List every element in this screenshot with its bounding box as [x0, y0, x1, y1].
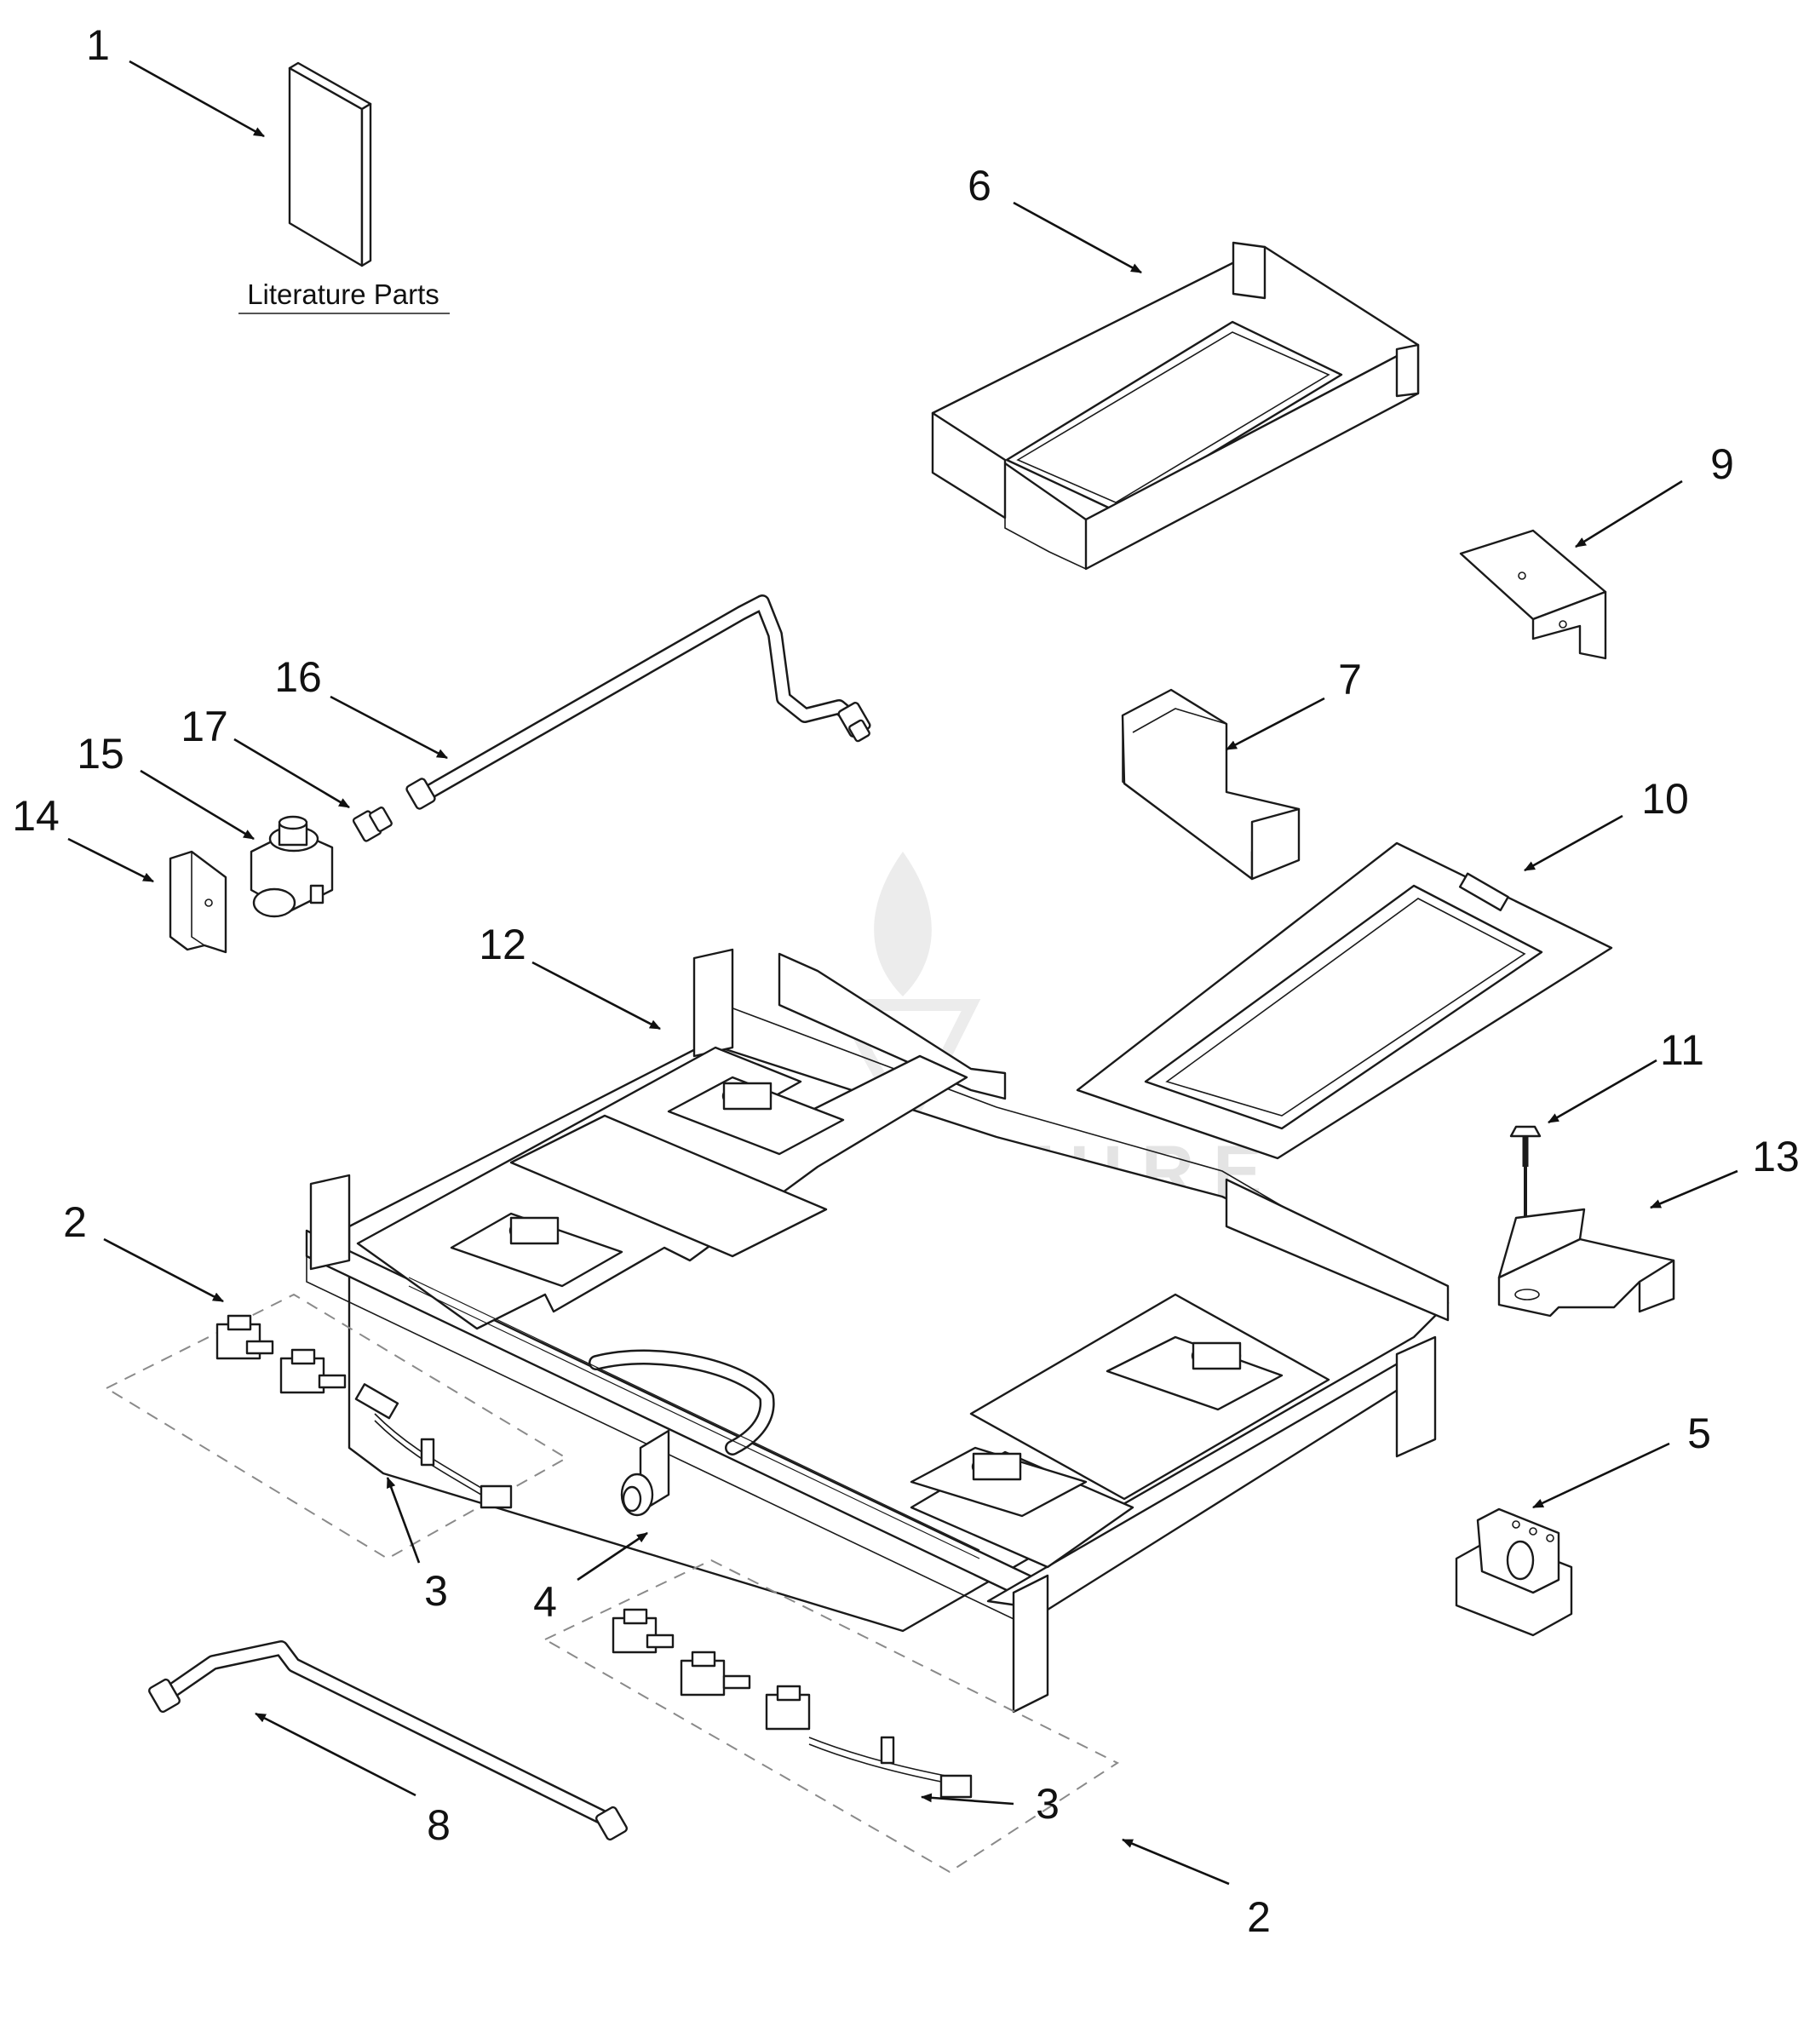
griddle-drip-pan	[931, 241, 1420, 571]
callout-16: 16	[274, 653, 322, 701]
leader-10	[1524, 814, 1623, 872]
mounting-bracket	[1459, 529, 1607, 660]
callout-11: 11	[1660, 1026, 1704, 1074]
callout-10: 10	[1641, 775, 1689, 823]
regulator-bracket	[169, 850, 227, 954]
leader-3-left	[386, 1476, 421, 1564]
callout-5: 5	[1687, 1410, 1711, 1457]
leader-12	[531, 961, 661, 1031]
spark-module	[1455, 1507, 1573, 1637]
leader-1	[129, 60, 265, 138]
callout-4: 4	[533, 1578, 557, 1626]
callout-3-right: 3	[1036, 1780, 1060, 1828]
leader-13	[1650, 1169, 1738, 1209]
hood-bracket	[1497, 1208, 1675, 1318]
leader-7	[1226, 697, 1325, 751]
leader-lines	[67, 60, 1738, 1886]
valve-assembly-left	[215, 1314, 513, 1509]
leader-14	[67, 837, 154, 883]
leader-8	[255, 1712, 416, 1797]
fitting	[352, 807, 393, 842]
gas-regulator	[250, 815, 334, 918]
valve-assembly-right-outline	[543, 1559, 1120, 1874]
leader-2-left	[103, 1237, 224, 1303]
callout-7: 7	[1338, 656, 1362, 703]
callout-13: 13	[1752, 1133, 1800, 1180]
leader-16	[330, 695, 448, 760]
callout-2-left: 2	[63, 1198, 87, 1246]
lower-gas-tube	[148, 1640, 628, 1841]
callout-6: 6	[968, 162, 991, 210]
leader-2-right	[1121, 1838, 1230, 1886]
leader-17	[233, 738, 350, 809]
literature-caption: Literature Parts	[247, 278, 439, 310]
callout-15: 15	[77, 730, 124, 778]
valve-assembly-left-outline	[104, 1293, 568, 1560]
callout-9: 9	[1710, 440, 1734, 488]
callout-12: 12	[479, 921, 526, 968]
leader-11	[1548, 1059, 1657, 1124]
leader-5	[1532, 1442, 1670, 1509]
callout-1: 1	[86, 21, 110, 69]
literature-booklet	[288, 61, 372, 267]
leader-3-right	[920, 1793, 1014, 1806]
inlet-fitting	[620, 1429, 670, 1517]
burner-box-assembly	[305, 948, 1450, 1714]
leader-15	[140, 769, 255, 841]
leader-6	[1013, 201, 1142, 274]
flame-watermark-icon	[874, 852, 932, 996]
callout-17: 17	[181, 703, 228, 750]
vent-duct	[1121, 688, 1301, 881]
callout-3-left: 3	[424, 1567, 448, 1615]
callout-numbers: 1 6 9 7 10 16 17 15 14 12 11 13 2 3 4 5 …	[12, 21, 1800, 1941]
gas-supply-tube	[405, 594, 871, 810]
drip-tray	[1076, 841, 1613, 1160]
leader-4	[577, 1531, 648, 1582]
callout-14: 14	[12, 792, 60, 840]
leader-9	[1575, 479, 1683, 548]
valve-assembly-right	[612, 1608, 973, 1799]
callout-8: 8	[427, 1801, 451, 1849]
callout-2-right: 2	[1247, 1893, 1271, 1941]
